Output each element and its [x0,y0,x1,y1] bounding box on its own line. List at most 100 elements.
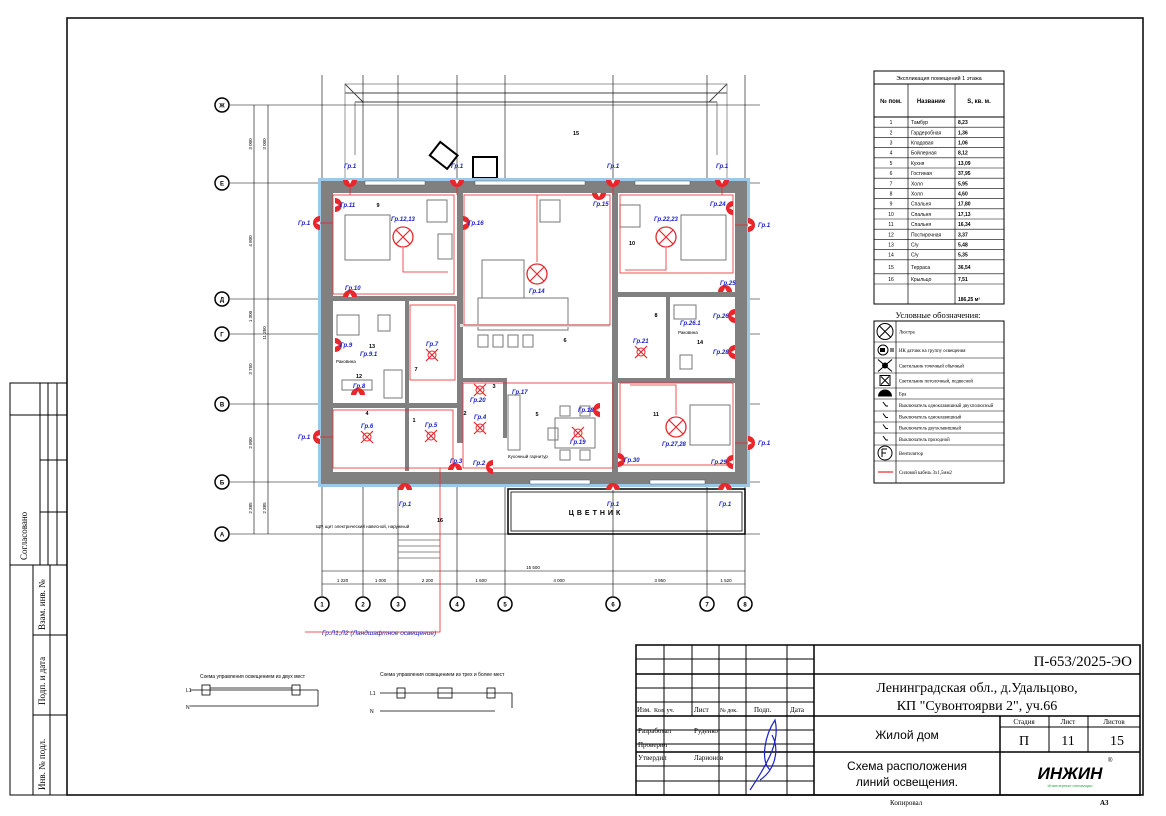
point-light-icon [636,347,646,357]
point-light-icon [362,432,372,442]
fixture-group-label: Гр.1 [758,441,771,447]
room-number: 14 [697,340,704,346]
room-number: 9 [376,203,379,209]
left-stamp [9,382,68,796]
sheet-value: 11 [1061,734,1074,749]
stage-label: Стадия [1013,718,1035,726]
room-no: 14 [888,253,894,259]
wall-light: Гр.26 [713,309,735,323]
wall-light: Гр.15 [592,193,609,208]
inv-replace-label: Взам. инв. № [37,579,47,630]
room-no: 13 [888,243,894,249]
axis-bubble [214,474,230,490]
dim-bottom: 1 600 [475,578,487,583]
company-logo: ИНЖИН [1038,764,1103,783]
legend-title: Условные обозначения: [895,310,980,320]
fixture-group-label: Гр.1 [758,223,771,229]
col-date: Дата [790,706,805,714]
room-name: С/у [911,253,919,259]
dim-bottom: 4 000 [553,578,565,583]
three-place-n: N [370,709,374,715]
fixture-group-label: Гр.25 [720,281,736,287]
fixture-group-label: Гр.6 [361,424,374,430]
axis-label: Г [220,333,224,339]
two-place-scheme-title: Схема управления освещением из двух мест [200,674,306,680]
dim-left: 2 800 [248,437,253,449]
passthrough-switch-icon [882,435,888,441]
chandelier: Гр.22,23 [654,217,679,248]
room-name: Крыльцо [911,277,932,283]
room-name: Постирочная [911,232,942,238]
wall-light: Гр.1 [450,164,464,187]
fixture-label: Гр.17 [512,390,528,396]
wall-light: Гр.25 [718,281,736,292]
wall-light: Гр.18 [578,403,600,417]
fixture-group-label: Гр.18 [578,408,594,414]
fixture-group-label: Гр.19 [570,440,586,446]
legend-item-label: Выключатель двухклавишный [899,427,961,432]
col-doc: № док. [720,708,738,714]
dim-bottom: 3 950 [654,578,666,583]
room-number: 3 [492,384,495,390]
axis-label: 1 [320,603,324,609]
role-developer: Разработал [638,727,672,735]
room-area: 1,06 [958,141,968,147]
fixture-group-label: Гр.1 [607,164,620,170]
room-name: Спальня [911,202,931,208]
room-no: 7 [890,181,893,187]
role-approver: Утвердил [638,754,667,762]
dim-left-outer: 11 350 [262,326,267,340]
dim-bottom: 1 520 [720,578,732,583]
wall-light: Гр.2 [473,460,493,474]
room-name: Спальня [911,222,931,228]
terrace [344,83,728,181]
logo-tagline: Инженерные инновации [1047,783,1092,788]
room-number: 5 [535,412,538,418]
wall-light: Гр.1 [298,216,320,230]
dim-left-outer: 2 385 [262,502,267,514]
room-name: Кухня [911,161,925,167]
wall-light: Гр.1 [715,164,729,187]
wall-light: Гр.16 [463,216,484,230]
rooms-table-header: Название [917,99,946,105]
fixture-group-label: Гр.17 [512,390,528,396]
role-checker: Проверил [638,741,668,749]
sheets-value: 15 [1110,734,1124,749]
rooms-table-title: Экспликация помещений 1 этажа [896,75,982,82]
sconce-icon [878,389,892,397]
axis-label: 4 [455,603,459,609]
axis-bubble [214,291,230,307]
point-light: Гр.20 [470,383,487,404]
room-number: 12 [356,374,362,380]
address-line-1: Ленинградская обл., д.Удальцово, [876,681,1077,696]
axis-bubble [605,596,621,612]
wall-light: Гр.1 [748,218,771,232]
fixture-group-label: Гр.11 [340,203,356,209]
room-area: 8,12 [958,151,968,157]
fixture-group-label: Гр.2 [473,461,486,467]
axis-bubble [390,596,406,612]
switch-2pole-icon [882,401,888,407]
wall-light: Гр.8 [351,384,366,395]
title-block [635,644,1141,796]
room-name: Терраса [911,265,930,271]
rooms-total: 186,25 м² [958,297,980,303]
legend-item-label: Выключатель одноклавишный [899,416,962,421]
room-number: 4 [365,411,369,417]
room-name: Холл [911,192,923,198]
room-area: 4,60 [958,192,968,198]
panel-note: ЩР, щит электрический навесной, наружный [316,523,410,529]
fixture-label: Гр.9.1 [360,352,378,358]
room-number: 11 [653,412,659,418]
room-area: 36,54 [958,265,971,271]
sheets-label: Листов [1103,718,1125,726]
